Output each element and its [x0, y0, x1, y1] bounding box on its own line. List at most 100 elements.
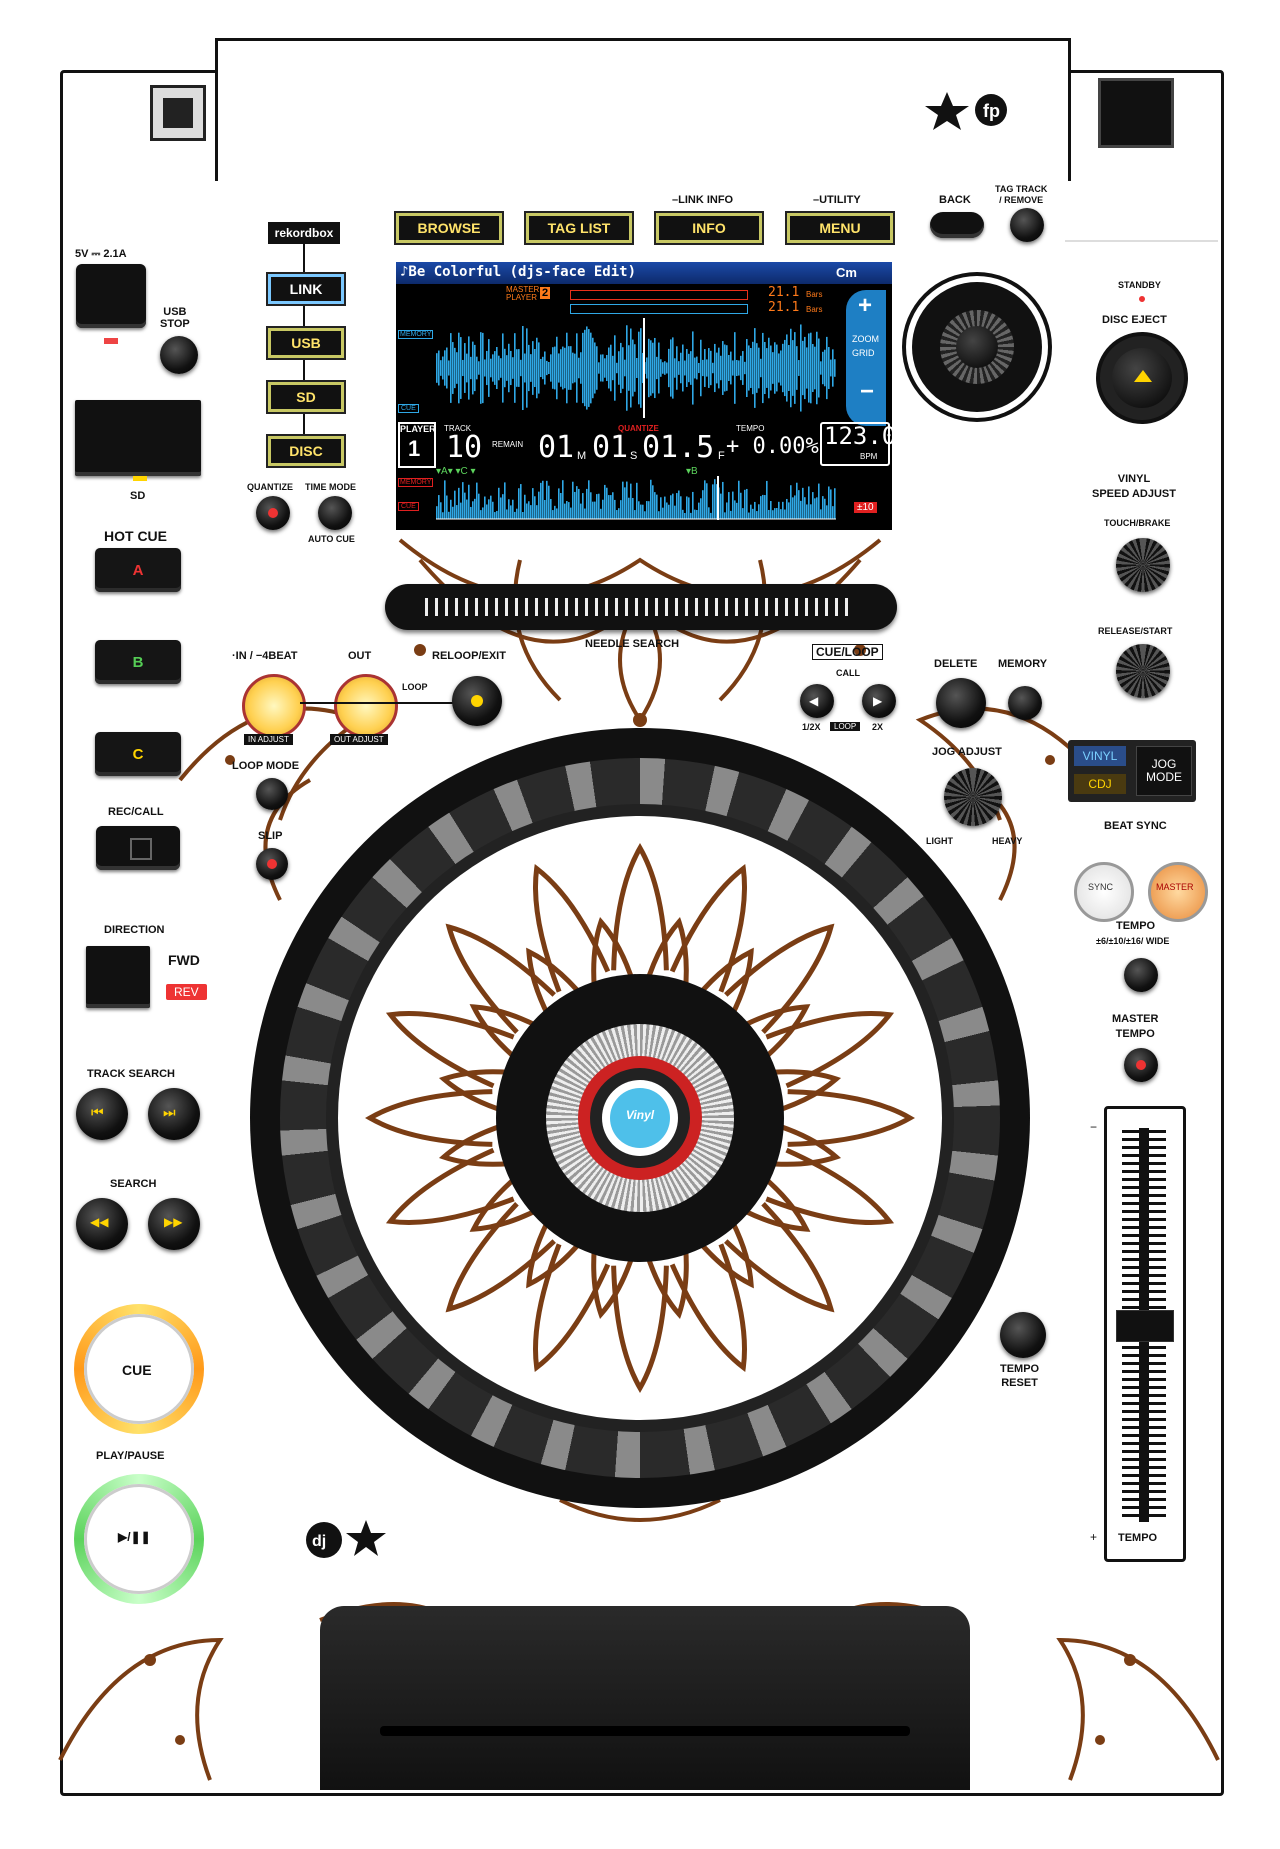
call-next-button[interactable]: ▶ [862, 684, 896, 718]
bars-unit-1: Bars [806, 290, 823, 299]
overview-bar [578, 488, 580, 519]
back-button[interactable] [930, 212, 984, 238]
bpm-box [820, 422, 890, 466]
waveform-bar [776, 344, 778, 392]
tempo-reset-button[interactable] [1000, 1312, 1046, 1358]
quantize-button[interactable] [256, 496, 290, 530]
flower-petal [385, 1147, 515, 1225]
hot-cue-a-button[interactable]: A [95, 548, 181, 592]
zoom-plus[interactable]: + [858, 292, 873, 319]
waveform-bar [458, 332, 460, 404]
release-start-label: RELEASE/START [1098, 626, 1173, 636]
time-mode-button[interactable] [318, 496, 352, 530]
overview-bar [596, 494, 598, 519]
rotary-selector[interactable] [912, 282, 1042, 412]
overview-bar [544, 500, 546, 519]
overview-bar [492, 501, 494, 519]
disc-slot[interactable] [320, 1606, 970, 1790]
zoom-label: ZOOM [852, 334, 879, 344]
overview-bar [624, 487, 626, 519]
zoom-minus[interactable]: − [860, 378, 875, 405]
info-button[interactable]: INFO [656, 213, 762, 243]
search-forward-button[interactable]: ▶▶ [148, 1198, 200, 1250]
overview-bar [730, 510, 732, 519]
touch-brake-knob[interactable] [1116, 538, 1170, 592]
overview-bar [818, 483, 820, 519]
needle-search-strip[interactable] [385, 584, 897, 630]
master-tempo-button[interactable] [1124, 1048, 1158, 1082]
call-prev-button[interactable]: ◀ [800, 684, 834, 718]
cue-button-label: CUE [122, 1362, 152, 1378]
flower-petal [385, 1011, 515, 1089]
memory-button[interactable] [1008, 686, 1042, 720]
overview-bar [672, 493, 674, 519]
browse-button[interactable]: BROWSE [396, 213, 502, 243]
waveform-bar [444, 350, 446, 386]
track-search-prev-button[interactable]: ⏮ [76, 1088, 128, 1140]
hot-cue-b-button[interactable]: B [95, 640, 181, 684]
waveform-bar [472, 341, 474, 395]
release-start-knob[interactable] [1116, 644, 1170, 698]
tag-track-button[interactable] [1010, 208, 1044, 242]
tempo-fader-handle[interactable] [1116, 1310, 1174, 1342]
overview-bar [688, 497, 690, 519]
waveform-bar [518, 349, 520, 387]
waveform-bar [604, 358, 606, 378]
waveform-bar [726, 345, 728, 391]
waveform-bar [648, 338, 650, 398]
quantize-indicator: QUANTIZE [618, 424, 659, 433]
menu-button[interactable]: MENU [787, 213, 893, 243]
overview-bar [496, 510, 498, 519]
overview-bar [642, 504, 644, 519]
overview-bar [488, 499, 490, 519]
loop-mode-button[interactable] [256, 778, 288, 810]
loop-in-button[interactable] [242, 674, 306, 738]
track-search-next-button[interactable]: ⏭ [148, 1088, 200, 1140]
sd-button[interactable]: SD [268, 382, 344, 412]
direction-lever[interactable] [86, 946, 150, 1008]
overview-bar [618, 508, 620, 519]
flower-petal [724, 923, 835, 1034]
jog-mode-button[interactable]: JOG MODE [1136, 746, 1192, 796]
rec-call-button[interactable] [96, 826, 180, 870]
waveform-bar [722, 341, 724, 395]
tag-list-button[interactable]: TAG LIST [526, 213, 632, 243]
disc-button[interactable]: DISC [268, 436, 344, 466]
usb-button[interactable]: USB [268, 328, 344, 358]
overview-bar [526, 503, 528, 519]
play-pause-button[interactable] [74, 1474, 204, 1604]
player-box [398, 422, 436, 468]
waveform-bar [448, 360, 450, 376]
search-rewind-button[interactable]: ◀◀ [76, 1198, 128, 1250]
overview-bar [670, 495, 672, 519]
master-button[interactable] [1148, 862, 1208, 922]
usb-port[interactable] [76, 264, 146, 328]
waveform-bar [650, 340, 652, 396]
sd-slot[interactable] [75, 400, 201, 476]
delete-button[interactable] [936, 678, 986, 728]
overview-bar [810, 504, 812, 519]
waveform-bar [578, 357, 580, 379]
link-button[interactable]: LINK [268, 274, 344, 304]
hot-cue-c-button[interactable]: C [95, 732, 181, 776]
utility-caption: –UTILITY [813, 194, 861, 206]
sync-button[interactable] [1074, 862, 1134, 922]
disc-eject-button[interactable] [1100, 336, 1184, 420]
overview-bar [782, 501, 784, 519]
waveform-bar [752, 341, 754, 395]
slip-button[interactable] [256, 848, 288, 880]
jog-adjust-knob[interactable] [944, 768, 1002, 826]
reloop-exit-button[interactable] [452, 676, 502, 726]
overview-bar [802, 487, 804, 519]
overview-bar [644, 511, 646, 519]
cue-button[interactable] [74, 1304, 204, 1434]
usb-b-port [150, 85, 206, 141]
overview-bar [700, 498, 702, 519]
loop-out-button[interactable] [334, 674, 398, 738]
usb-stop-button[interactable] [160, 336, 198, 374]
waveform-bar [494, 351, 496, 385]
sd-indicator [133, 476, 147, 481]
tempo-range-button[interactable] [1124, 958, 1158, 992]
waveform-bar [622, 347, 624, 389]
overview-bar [606, 487, 608, 519]
